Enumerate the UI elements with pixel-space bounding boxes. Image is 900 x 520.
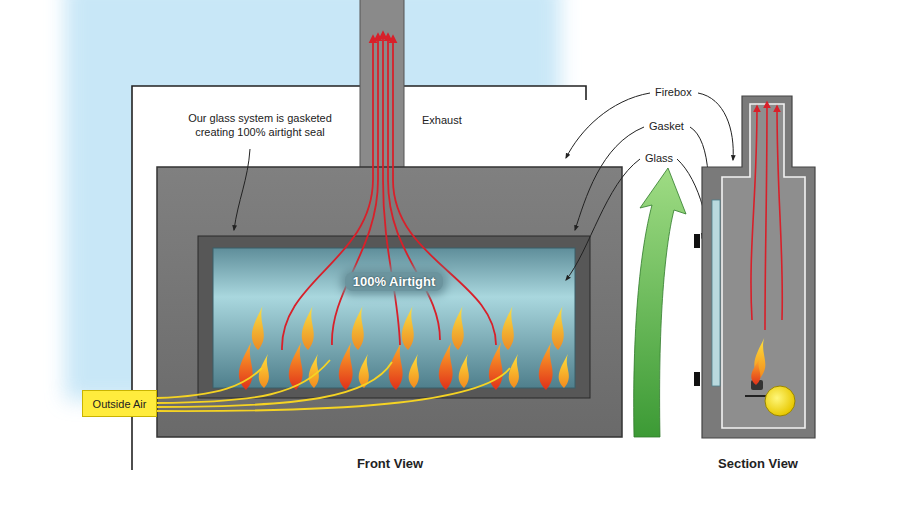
part-label: Gasket [649, 120, 684, 134]
outside-air-box: Outside Air [82, 390, 157, 417]
exhaust-label: Exhaust [422, 114, 462, 128]
part-label: Glass [645, 152, 673, 166]
panel-text: 100% Airtight [345, 272, 444, 291]
glass-panel: 100% Airtight [213, 248, 575, 388]
view-title: Section View [718, 456, 798, 472]
view-title: Front View [357, 456, 423, 472]
box-text: Outside Air [93, 398, 147, 410]
part-label: Firebox [655, 86, 692, 100]
callout-note: Our glass system is gasketed creating 10… [170, 112, 350, 140]
